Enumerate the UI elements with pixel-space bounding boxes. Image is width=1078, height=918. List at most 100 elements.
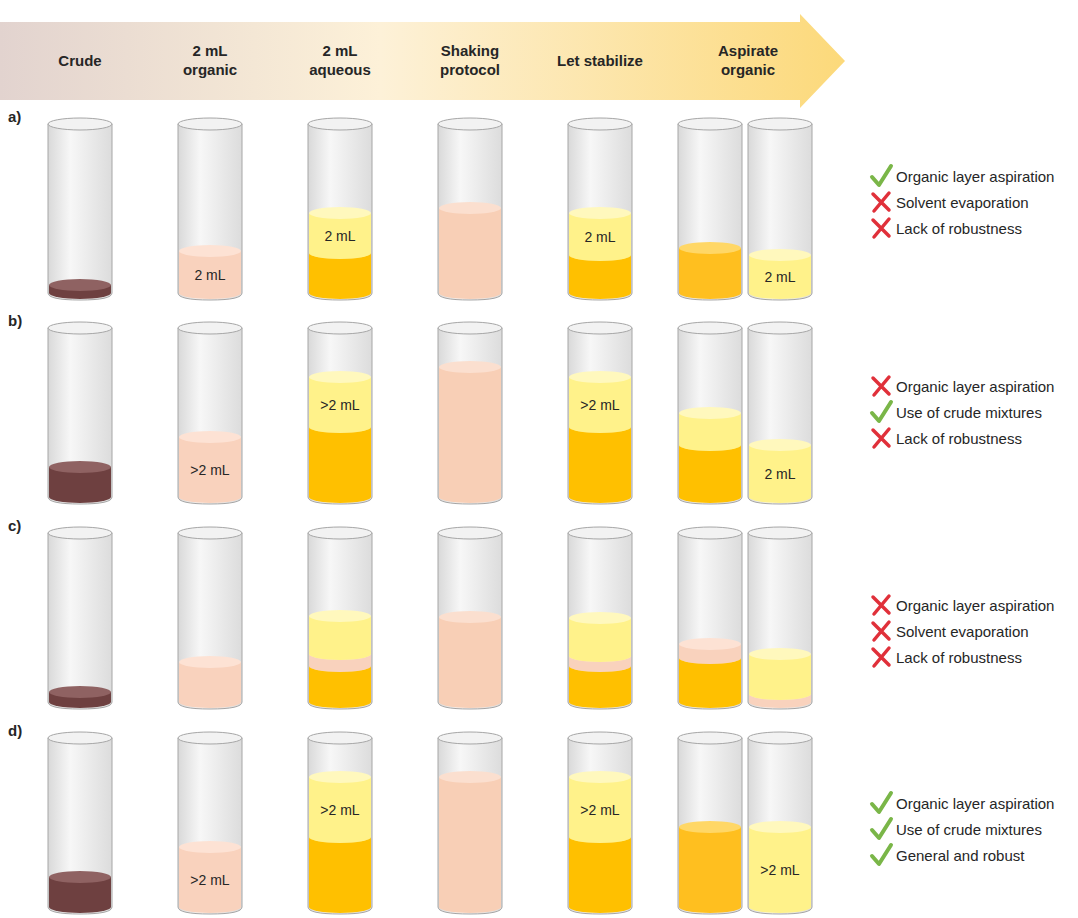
vial bbox=[178, 328, 242, 504]
liquid-volume: >2 mL bbox=[570, 382, 630, 428]
volume-label: >2 mL bbox=[190, 872, 229, 888]
liquid-layer bbox=[439, 617, 501, 702]
vial bbox=[748, 328, 812, 504]
liquid-layer bbox=[179, 251, 241, 293]
vial bbox=[48, 328, 112, 504]
step-label: Aspirate organic bbox=[708, 42, 788, 80]
liquid-surface bbox=[179, 656, 241, 668]
vial-rim bbox=[678, 118, 742, 130]
volume-label: 2 mL bbox=[194, 267, 225, 283]
vial-rim bbox=[748, 732, 812, 744]
vial bbox=[48, 533, 112, 709]
liquid-layer bbox=[439, 777, 501, 907]
vial-rim bbox=[438, 118, 502, 130]
liquid-surface bbox=[679, 407, 741, 419]
vial-rim bbox=[568, 732, 632, 744]
criterion-text: Organic layer aspiration bbox=[896, 597, 1054, 614]
liquid-layer bbox=[309, 427, 371, 497]
vial-rim bbox=[178, 527, 242, 539]
liquid-layer bbox=[309, 777, 371, 837]
liquid-surface bbox=[309, 207, 371, 219]
vial-rim bbox=[48, 118, 112, 130]
criterion-text: Organic layer aspiration bbox=[896, 168, 1054, 185]
liquid-layer bbox=[569, 427, 631, 497]
liquid-surface bbox=[309, 371, 371, 383]
liquid-surface bbox=[439, 361, 501, 373]
vial bbox=[678, 738, 742, 914]
vial-rim bbox=[568, 118, 632, 130]
liquid-surface bbox=[179, 431, 241, 443]
liquid-layer bbox=[569, 837, 631, 907]
liquid-surface bbox=[309, 771, 371, 783]
liquid-surface bbox=[569, 207, 631, 219]
vial bbox=[568, 328, 632, 504]
vial bbox=[748, 124, 812, 300]
liquid-layer bbox=[179, 847, 241, 907]
criterion-text: Use of crude mixtures bbox=[896, 404, 1042, 421]
vial-rim bbox=[48, 527, 112, 539]
vial bbox=[438, 124, 502, 300]
liquid-surface bbox=[749, 249, 811, 261]
criterion-text: Organic layer aspiration bbox=[896, 795, 1054, 812]
vial bbox=[48, 124, 112, 300]
row-letter: d) bbox=[8, 722, 22, 739]
row-letter: a) bbox=[8, 108, 21, 125]
cross-mark bbox=[873, 377, 889, 395]
vial-rim bbox=[308, 118, 372, 130]
liquid-layer bbox=[309, 377, 371, 427]
liquid-surface bbox=[569, 612, 631, 624]
vial bbox=[178, 533, 242, 709]
cross-mark bbox=[873, 429, 889, 447]
vial-rim bbox=[748, 322, 812, 334]
liquid-surface bbox=[439, 771, 501, 783]
criterion-text: Solvent evaporation bbox=[896, 194, 1029, 211]
liquid-layer bbox=[679, 658, 741, 702]
liquid-surface bbox=[49, 279, 111, 291]
vial bbox=[678, 328, 742, 504]
liquid-volume: >2 mL bbox=[180, 442, 240, 498]
volume-label: 2 mL bbox=[324, 228, 355, 244]
volume-label: 2 mL bbox=[584, 229, 615, 245]
liquid-layer bbox=[439, 367, 501, 497]
liquid-layer bbox=[749, 827, 811, 907]
vial bbox=[308, 328, 372, 504]
liquid-surface bbox=[749, 821, 811, 833]
vial bbox=[568, 533, 632, 709]
liquid-surface bbox=[179, 245, 241, 257]
vial-rim bbox=[678, 527, 742, 539]
criterion-text: Lack of robustness bbox=[896, 430, 1022, 447]
liquid-surface bbox=[439, 611, 501, 623]
liquid-surface bbox=[179, 841, 241, 853]
check-mark bbox=[872, 402, 891, 421]
liquid-volume: >2 mL bbox=[310, 782, 370, 838]
criterion-text: Solvent evaporation bbox=[896, 623, 1029, 640]
volume-label: >2 mL bbox=[190, 462, 229, 478]
liquid-layer bbox=[569, 377, 631, 427]
vial-rim bbox=[748, 527, 812, 539]
vial bbox=[48, 738, 112, 914]
liquid-layer bbox=[569, 777, 631, 837]
liquid-surface bbox=[569, 371, 631, 383]
liquid-surface bbox=[49, 871, 111, 883]
step-label: Shaking protocol bbox=[430, 42, 510, 80]
cross-mark bbox=[873, 193, 889, 211]
liquid-layer bbox=[309, 837, 371, 907]
liquid-surface bbox=[439, 202, 501, 214]
vial bbox=[748, 533, 812, 709]
criterion-text: Organic layer aspiration bbox=[896, 378, 1054, 395]
volume-label: 2 mL bbox=[764, 269, 795, 285]
liquid-surface bbox=[569, 771, 631, 783]
vial-rim bbox=[748, 118, 812, 130]
vial-rim bbox=[178, 732, 242, 744]
vial bbox=[678, 124, 742, 300]
volume-label: >2 mL bbox=[320, 802, 359, 818]
cross-mark bbox=[873, 219, 889, 237]
liquid-volume: >2 mL bbox=[750, 832, 810, 908]
liquid-volume: 2 mL bbox=[180, 256, 240, 294]
liquid-surface bbox=[749, 439, 811, 451]
vial bbox=[308, 124, 372, 300]
vial bbox=[438, 533, 502, 709]
liquid-volume: >2 mL bbox=[310, 382, 370, 428]
volume-label: >2 mL bbox=[580, 802, 619, 818]
